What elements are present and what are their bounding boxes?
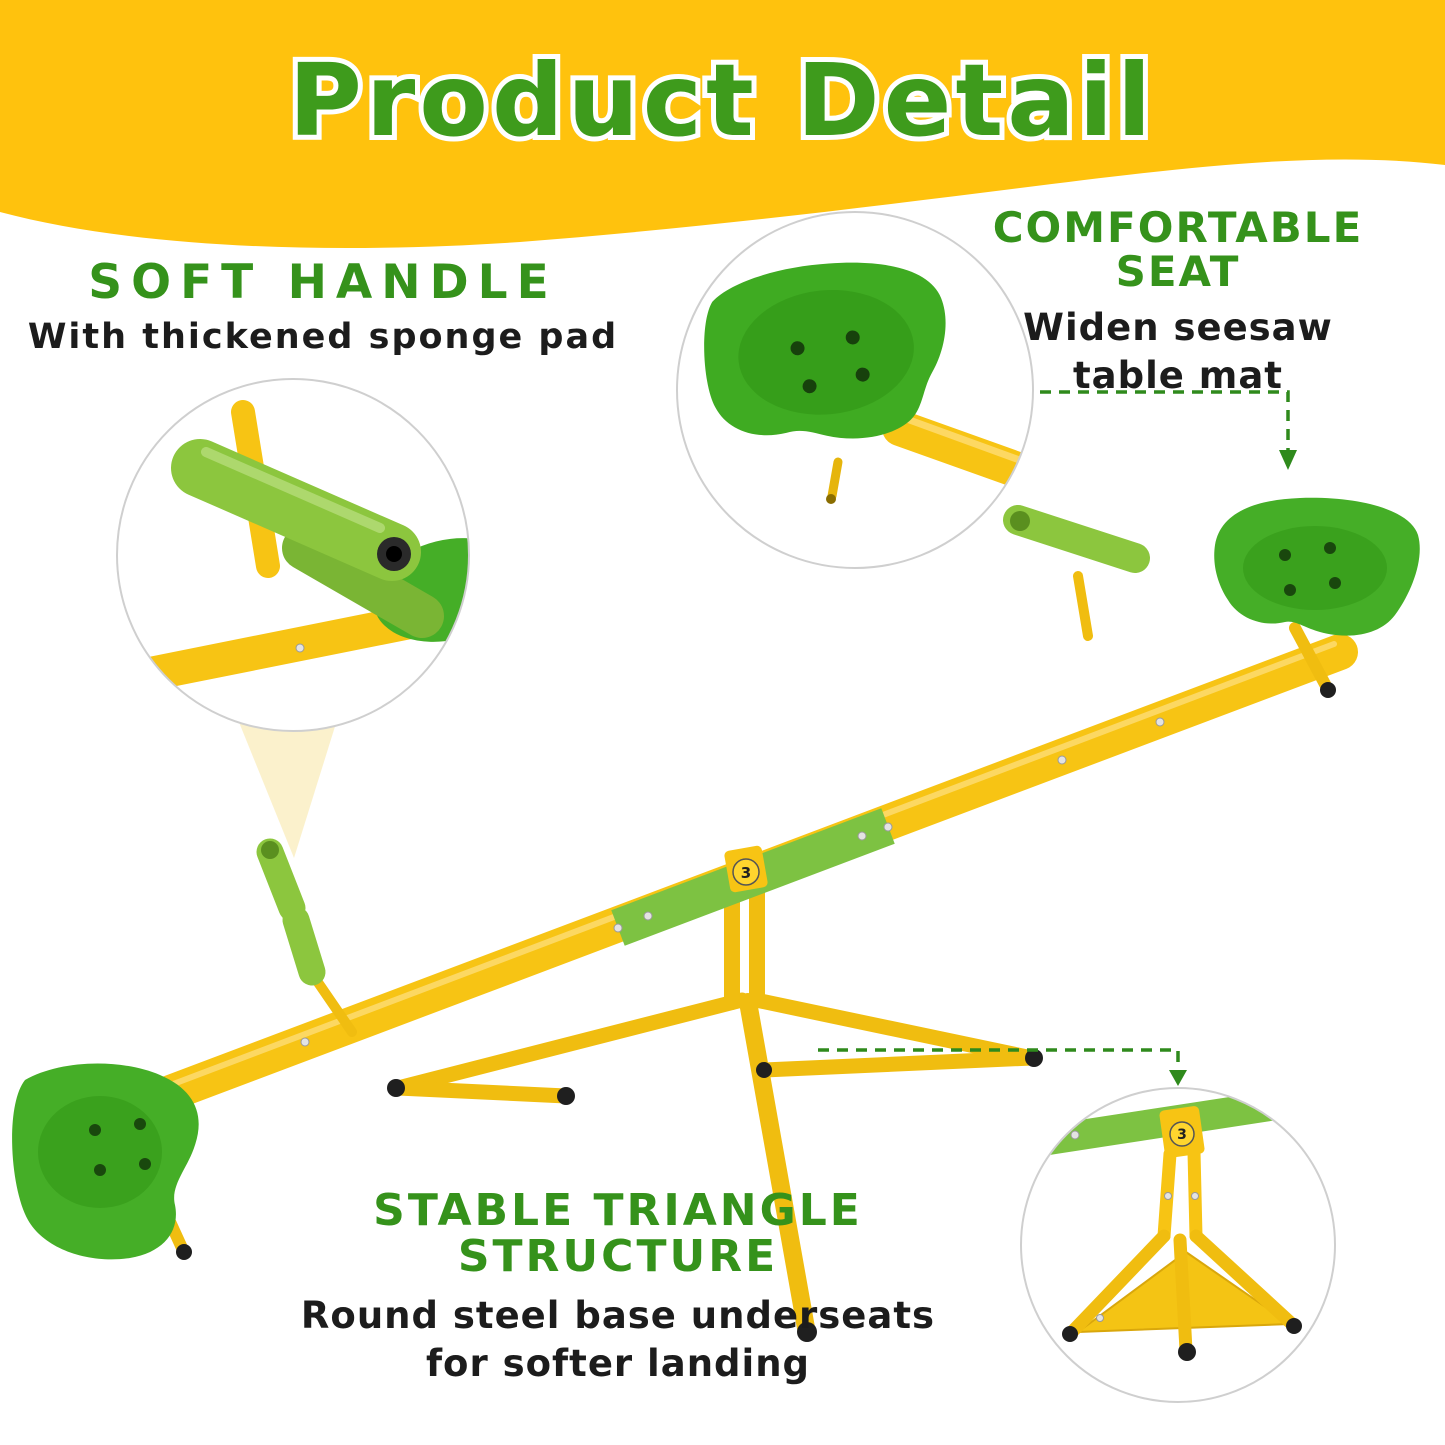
page-title: Product Detail [289, 42, 1156, 159]
dashed-connector-seat [1040, 390, 1290, 452]
callout-stable-triangle: STABLE TRIANGLE STRUCTURE Round steel ba… [218, 1185, 1018, 1389]
seesaw-base [390, 870, 1040, 1337]
base-end-caps [387, 1049, 1043, 1342]
left-handle [256, 838, 357, 1037]
comfortable-seat-body-line2: table mat [1072, 354, 1283, 398]
soft-handle-body: With thickened sponge pad [27, 317, 619, 358]
stable-triangle-body-line2: for softer landing [425, 1342, 811, 1386]
comfortable-seat-heading: COMFORTABLE SEAT [992, 203, 1364, 297]
seat-inset [676, 211, 1034, 569]
stable-triangle-heading: STABLE TRIANGLE STRUCTURE [373, 1185, 863, 1283]
base-inset: 3 [1020, 1087, 1336, 1403]
pivot-badge-label-inset: 3 [1177, 1127, 1187, 1143]
comfortable-seat-body-line1: Widen seesaw [1023, 306, 1333, 350]
handle-inset [116, 378, 470, 732]
pivot-bracket: 3 [724, 845, 768, 893]
stable-triangle-body-line1: Round steel base underseats [300, 1294, 936, 1338]
arrowhead-base [1169, 1070, 1187, 1086]
callout-comfortable-seat: COMFORTABLE SEAT Widen seesaw table mat [938, 203, 1418, 400]
soft-handle-heading: SOFT HANDLE [88, 255, 558, 310]
dashed-connector-base [818, 1048, 1180, 1072]
banner-background [0, 0, 1445, 248]
banner-wave: Product Detail [0, 0, 1445, 248]
pivot-badge-label: 3 [741, 864, 751, 882]
arrowhead-seat [1279, 450, 1297, 470]
right-handle [1003, 505, 1150, 641]
right-seat [1214, 497, 1420, 698]
left-seat [12, 1063, 199, 1260]
callout-soft-handle: SOFT HANDLE With thickened sponge pad [8, 258, 638, 361]
